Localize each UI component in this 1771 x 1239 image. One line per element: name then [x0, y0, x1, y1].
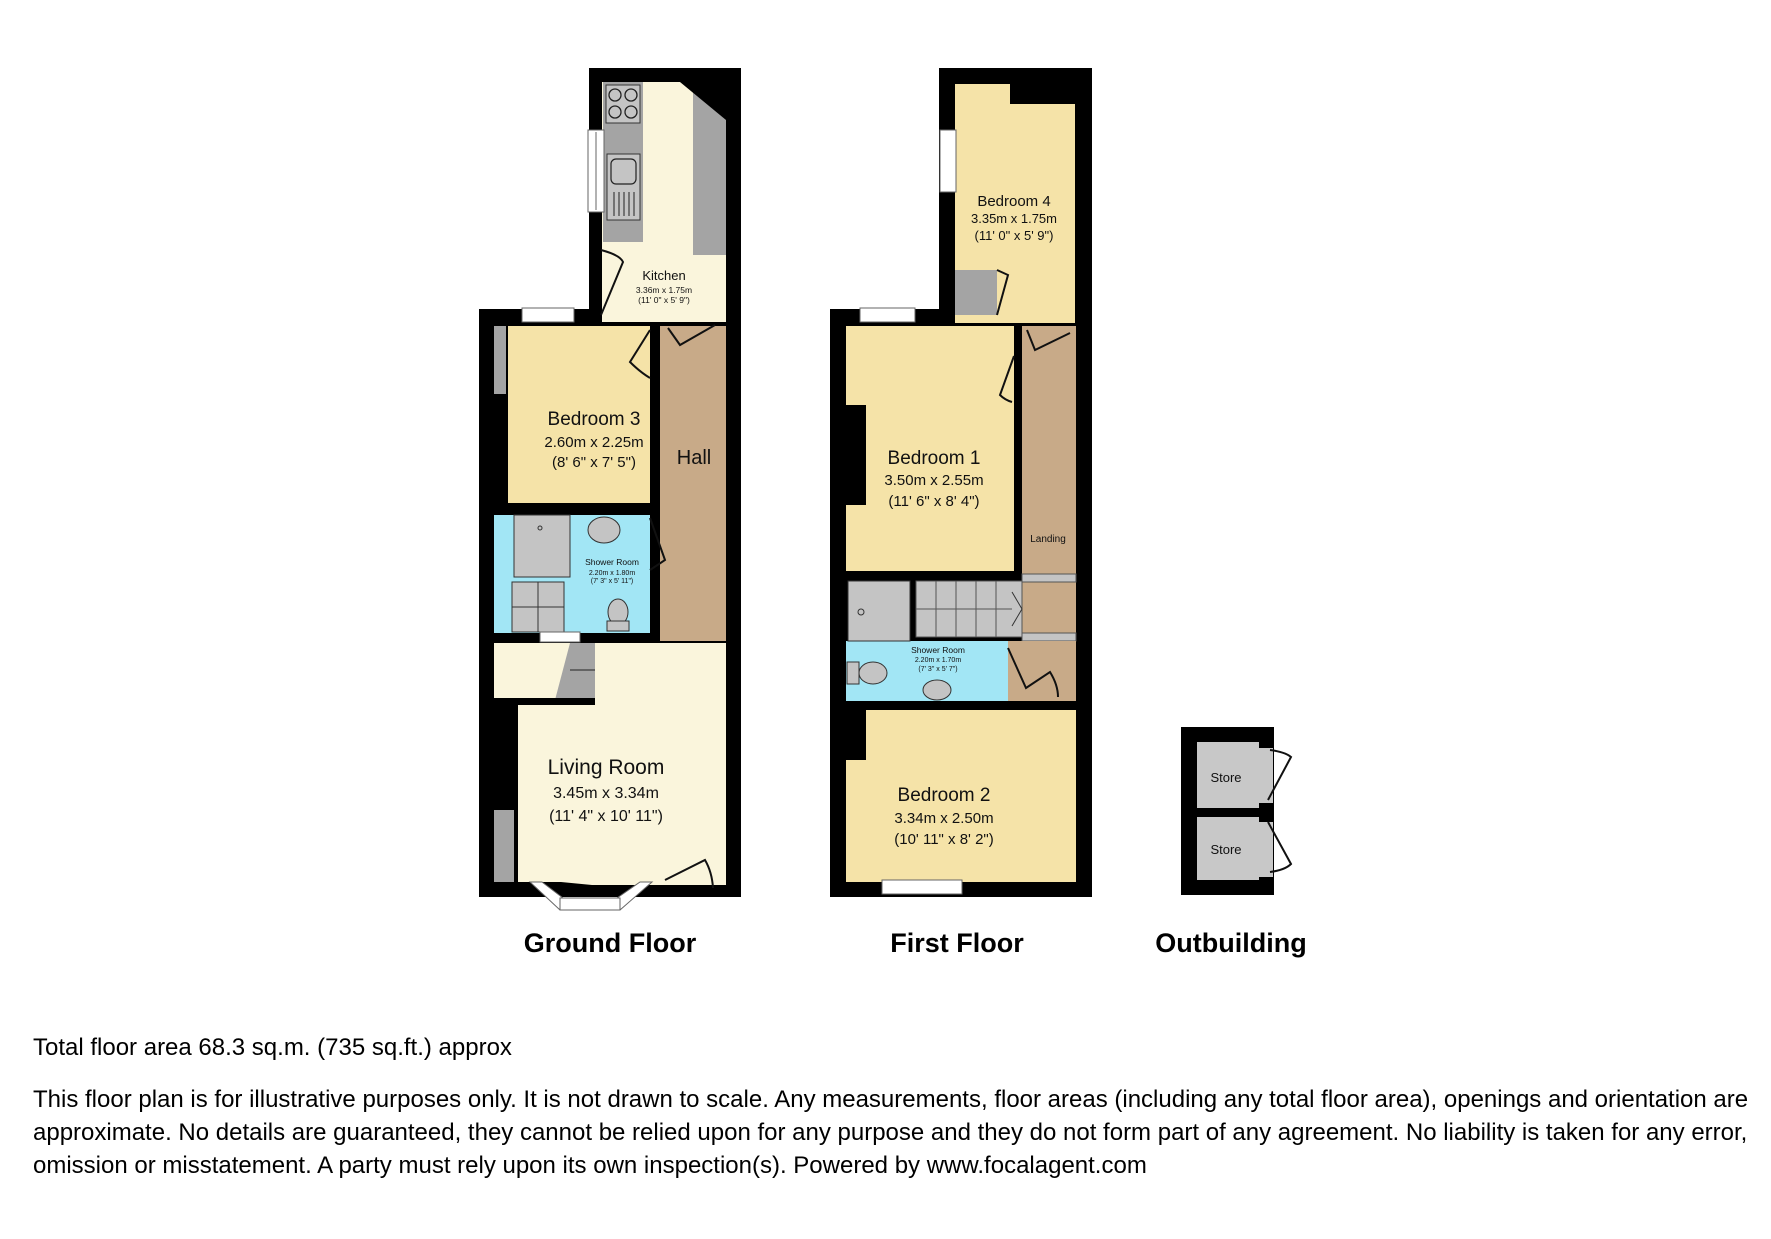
door-swing: [667, 324, 716, 347]
shower-room-gf-imperial: (7' 3" x 5' 11"): [591, 578, 634, 585]
bedroom-4-imperial: (11' 0" x 5' 9"): [975, 228, 1054, 243]
bedroom-2-metric: 3.34m x 2.50m: [894, 810, 993, 827]
wardrobe: [494, 326, 506, 394]
bedroom-3-label: Bedroom 3: [548, 409, 641, 430]
door-swing: [1267, 749, 1293, 801]
room-bedroom-1: Bedroom 1 3.50m x 2.55m (11' 6" x 8' 4"): [846, 307, 1015, 571]
first-floor-plan: Bedroom 4 3.35m x 1.75m (11' 0" x 5' 9")…: [830, 68, 1092, 897]
toilet-icon: [858, 661, 888, 685]
bedroom-2-label: Bedroom 2: [898, 785, 991, 806]
living-room-metric: 3.45m x 3.34m: [553, 785, 659, 802]
room-store-1: Store: [1197, 742, 1293, 808]
bedroom-3-metric: 2.60m x 2.25m: [544, 434, 643, 451]
floor-title-first: First Floor: [890, 928, 1024, 958]
room-bedroom-2: Bedroom 2 3.34m x 2.50m (10' 11" x 8' 2"…: [846, 710, 1076, 895]
door-swing: [1026, 329, 1071, 352]
bedroom-1-label: Bedroom 1: [888, 448, 981, 469]
room-shower-room-first: Shower Room 2.20m x 1.70m (7' 3" x 5' 7"…: [846, 580, 1076, 701]
kitchen-counter: [693, 82, 726, 255]
shower-room-ff-label: Shower Room: [911, 645, 965, 655]
shower-tray: [513, 514, 571, 578]
room-landing: Landing: [1021, 326, 1077, 642]
total-floor-area: Total floor area 68.3 sq.m. (735 sq.ft.)…: [33, 1034, 512, 1061]
bedroom-1-metric: 3.50m x 2.55m: [884, 472, 983, 489]
room-store-2: Store: [1197, 817, 1293, 880]
basin-icon: [587, 516, 621, 544]
floor-plan-drawing: Kitchen 3.36m x 1.75m (11' 0" x 5' 9") B…: [479, 68, 1293, 911]
room-bedroom-3: Bedroom 3 2.60m x 2.25m (8' 6" x 7' 5"): [494, 307, 651, 503]
door-swing: [628, 329, 651, 379]
kitchen-metric: 3.36m x 1.75m: [636, 285, 692, 295]
room-kitchen: Kitchen 3.36m x 1.75m (11' 0" x 5' 9"): [587, 82, 726, 322]
under-stairs: [555, 643, 595, 700]
door-swing: [649, 517, 667, 571]
chimney-breast: [846, 405, 866, 505]
bedroom-4-metric: 3.35m x 1.75m: [971, 211, 1057, 226]
shower-tray: [847, 580, 911, 642]
hall-label: Hall: [677, 447, 711, 469]
living-room-imperial: (11' 4" x 10' 11"): [549, 808, 663, 825]
window: [539, 631, 581, 643]
staircase: [915, 580, 1023, 638]
ground-floor-plan: Kitchen 3.36m x 1.75m (11' 0" x 5' 9") B…: [479, 68, 741, 911]
room-shower-room-ground: Shower Room 2.20m x 1.80m (7' 3" x 5' 11…: [494, 514, 667, 643]
floor-title-outbuilding: Outbuilding: [1155, 928, 1307, 958]
kitchen-imperial: (11' 0" x 5' 9"): [638, 295, 690, 305]
window: [859, 307, 916, 323]
floor-title-ground: Ground Floor: [523, 928, 697, 958]
chimney-breast: [494, 810, 514, 882]
door-swing: [1267, 821, 1293, 873]
door-swing: [1007, 647, 1059, 698]
basin-icon: [922, 679, 952, 701]
living-room-label: Living Room: [548, 756, 665, 779]
shower-room-ff-imperial: (7' 3" x 5' 7"): [918, 666, 957, 673]
disclaimer-text: This floor plan is for illustrative purp…: [33, 1086, 1749, 1179]
shower-room-ff-metric: 2.20m x 1.70m: [915, 657, 961, 664]
door-swing: [998, 355, 1015, 403]
kitchen-label: Kitchen: [642, 268, 685, 283]
outbuilding-plan: Store Store: [1181, 727, 1293, 895]
store-2-label: Store: [1210, 842, 1241, 857]
door-swing: [600, 249, 625, 316]
shower-room-gf-label: Shower Room: [585, 557, 639, 567]
landing-label: Landing: [1030, 534, 1066, 545]
bedroom-1-imperial: (11' 6" x 8' 4"): [888, 493, 979, 510]
stair-landing: [1021, 573, 1077, 583]
bedroom-2-imperial: (10' 11" x 8' 2"): [894, 831, 993, 848]
door-swing: [664, 858, 714, 889]
bedroom-4-label: Bedroom 4: [977, 193, 1050, 210]
door-swing: [996, 269, 1010, 316]
room-living-room: Living Room 3.45m x 3.34m (11' 4" x 10' …: [494, 643, 726, 911]
shower-room-gf-metric: 2.20m x 1.80m: [589, 570, 635, 577]
wardrobe: [955, 270, 997, 315]
room-hall: Hall: [660, 324, 726, 641]
window: [939, 129, 957, 193]
bedroom-3-imperial: (8' 6" x 7' 5"): [552, 454, 636, 471]
room-bedroom-4: Bedroom 4 3.35m x 1.75m (11' 0" x 5' 9"): [939, 84, 1075, 323]
window: [521, 307, 575, 323]
store-1-label: Store: [1210, 770, 1241, 785]
window: [881, 879, 963, 895]
